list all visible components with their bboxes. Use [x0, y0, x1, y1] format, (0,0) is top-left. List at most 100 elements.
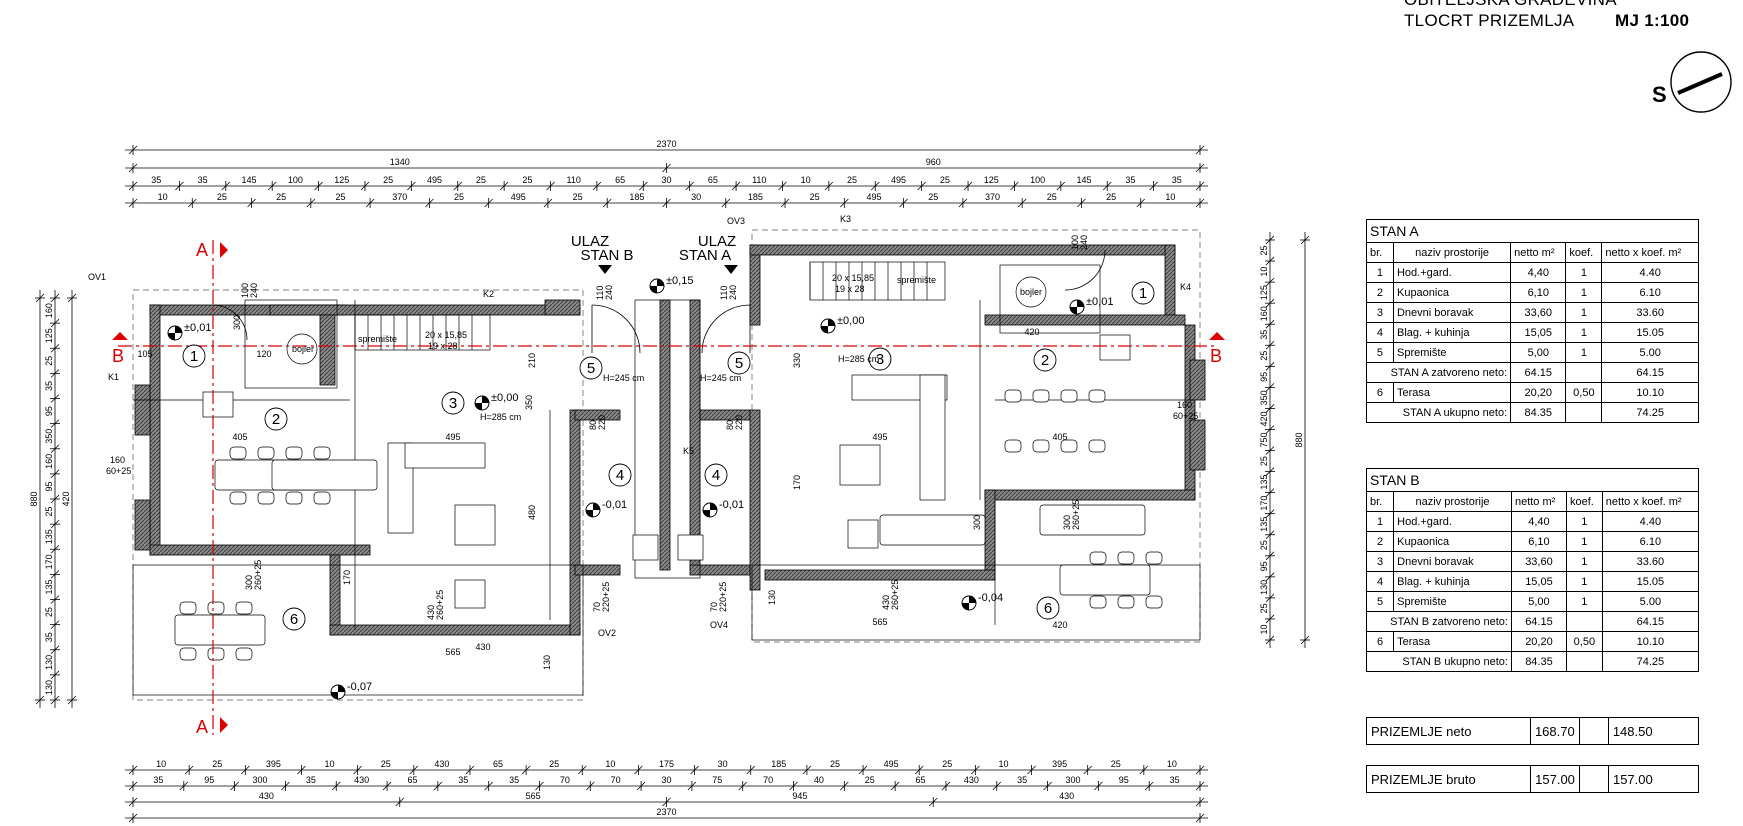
dim-label: 65 [615, 175, 625, 185]
chair [1117, 595, 1135, 609]
stair-label: 20 x 15,85 [425, 330, 467, 340]
stan-b-ukupno-koef: 74.25 [1601, 651, 1700, 672]
dim-label: 750 [1259, 432, 1269, 447]
room-cell: 6,10 [1510, 282, 1567, 303]
plan-label: H=245 cm [603, 373, 644, 383]
dim-label: 65 [493, 759, 503, 769]
scale-label: MJ 1:100 [1615, 11, 1690, 30]
room-cell: 1 [1365, 511, 1395, 532]
stove [1099, 334, 1131, 361]
window-label: 300 [1062, 515, 1072, 530]
terasa-name: Terasa [1393, 631, 1512, 652]
level-value: ±0,00 [837, 315, 864, 327]
prizemlje-neto-koef: 148.50 [1607, 717, 1700, 745]
room-number-a: 1 [1139, 285, 1147, 302]
room-number-b: 6 [290, 611, 298, 628]
dim-label: 25 [1259, 603, 1269, 613]
header-line1: OBITELJSKA GRAĐEVINA [1404, 0, 1617, 10]
sofa [919, 374, 946, 501]
room-cell: 1 [1565, 322, 1603, 343]
prizemlje-neto-table: PRIZEMLJE neto 168.70 148.50 [1366, 717, 1700, 745]
terasa-neto: 20,20 [1510, 631, 1567, 652]
dim-label: 395 [266, 759, 281, 769]
prizemlje-neto-label: PRIZEMLJE neto [1366, 717, 1531, 745]
dim-label: 35 [44, 632, 54, 642]
dim-label: 10 [605, 759, 615, 769]
prizemlje-bruto-label: PRIZEMLJE bruto [1365, 765, 1532, 793]
stan-a-ukupno-label: STAN A ukupno neto: [1365, 402, 1512, 423]
wall [764, 569, 996, 581]
svg-text:STAN B: STAN B [580, 247, 633, 264]
dim-label: 35 [153, 775, 163, 785]
room-number-b-circle [579, 356, 603, 380]
level-value: -0,04 [978, 592, 1003, 604]
dim-label: 30 [718, 759, 728, 769]
dim-label: 35 [458, 775, 468, 785]
dim-label: 10 [1167, 759, 1177, 769]
dim-label: 430 [964, 775, 979, 785]
stair-label: 19 x 28 [835, 284, 865, 294]
col-header: naziv prostorije [1392, 242, 1512, 263]
room-number-b-circle [264, 407, 288, 431]
sink [677, 534, 704, 561]
stan-b-table: STAN B br. naziv prostorije netto m² koe… [1365, 468, 1700, 672]
dim-label: 25 [847, 175, 857, 185]
dim-label: 10 [156, 759, 166, 769]
room-cell: 1 [1565, 262, 1603, 283]
empty-cell [1565, 651, 1603, 672]
room-cell: Blag. + kuhinja [1392, 322, 1512, 343]
level-marker-fill [1070, 300, 1084, 314]
dim-label: 495 [427, 175, 442, 185]
dim-label: 35 [1125, 175, 1135, 185]
chair [1089, 595, 1107, 609]
window-label: 430 [426, 605, 436, 620]
dim-label: 495 [866, 192, 881, 202]
stan-b-ukupno-neto: 84.35 [1510, 651, 1567, 672]
dim-label: 35 [198, 175, 208, 185]
terasa-neto: 20,20 [1510, 382, 1567, 403]
room-number-a-circle [868, 347, 892, 371]
room-cell: 4.40 [1601, 262, 1699, 283]
stair-label: 19 x 28 [428, 341, 458, 351]
col-header: br. [1365, 491, 1395, 512]
coffee-table [839, 444, 881, 486]
inner-dim: 430 [475, 642, 490, 652]
inner-dim: 350 [524, 395, 534, 410]
dim-label: 25 [1259, 540, 1269, 550]
level-value: -0,01 [719, 499, 744, 511]
inner-dim: 120 [256, 349, 271, 359]
plan-label: H=285 cm [838, 354, 879, 364]
dim-label: 145 [241, 175, 256, 185]
inner-dim: 330 [792, 353, 802, 368]
dim-label: 370 [392, 192, 407, 202]
stan-b-zatvoreno-koef: 64.15 [1601, 611, 1700, 632]
svg-text:S: S [1652, 82, 1667, 107]
plan-label: K1 [108, 372, 119, 382]
level-value: ±0,15 [666, 275, 693, 287]
stair-label: 20 x 15,85 [832, 273, 874, 283]
dim-label: 10 [158, 192, 168, 202]
dim-label: 370 [985, 192, 1000, 202]
room-cell: Spremište [1393, 591, 1512, 612]
wall [134, 384, 151, 436]
plan-label: H=245 cm [700, 373, 741, 383]
boiler-icon [1015, 276, 1047, 308]
dim-label: 25 [476, 175, 486, 185]
dim-label: 420 [1259, 411, 1269, 426]
level-value: ±0,00 [491, 392, 518, 404]
chair [207, 601, 225, 615]
level-value: ±0,01 [1086, 296, 1113, 308]
dim-label: 880 [1294, 432, 1304, 447]
terrace-table [174, 614, 266, 646]
room-number-b: 4 [616, 467, 624, 484]
dim-label: 495 [891, 175, 906, 185]
stan-b-zatvoreno-label: STAN B zatvoreno neto: [1366, 611, 1512, 632]
dim-label: 25 [44, 607, 54, 617]
chair [207, 647, 225, 661]
dim-label: 35 [306, 775, 316, 785]
